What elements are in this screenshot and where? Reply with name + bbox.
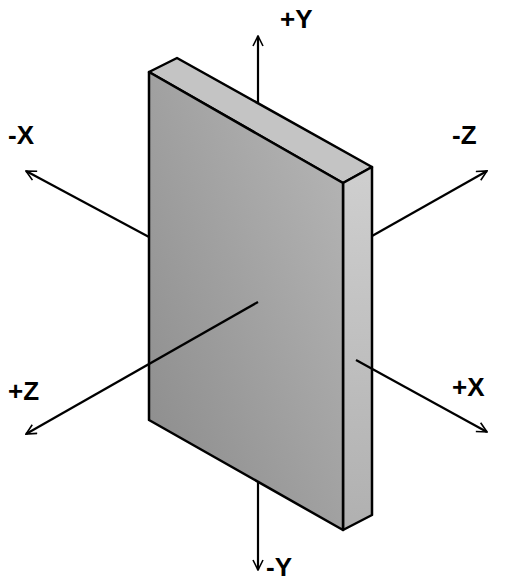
slab (149, 58, 372, 530)
axis-label: -Z (452, 120, 477, 150)
axis-lines-front (26, 302, 487, 434)
axis-arrow (356, 360, 487, 432)
slab-side (343, 167, 372, 530)
axis-arrow (257, 470, 259, 570)
axis-label: +Y (280, 4, 313, 34)
axis-arrow (26, 302, 258, 434)
axis-arrow (372, 171, 487, 236)
axis-arrow (26, 171, 149, 237)
axis-label: +Z (8, 376, 39, 406)
axis-label: -Y (266, 552, 292, 582)
axis-label: -X (8, 120, 34, 150)
slab-front (149, 72, 343, 530)
axis-lines (26, 36, 487, 570)
axis-label: +X (452, 372, 485, 402)
